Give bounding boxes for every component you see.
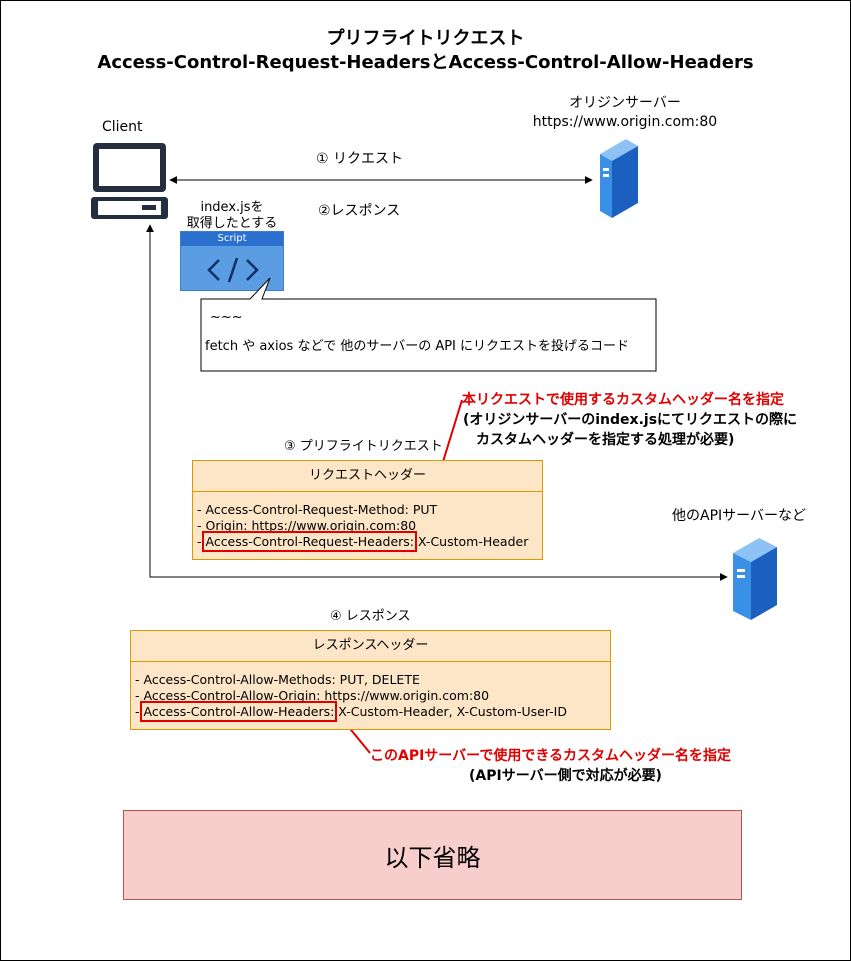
preflight-label: ③ プリフライトリクエスト: [284, 439, 443, 454]
response-red-note: このAPIサーバーで使用できるカスタムヘッダー名を指定: [370, 748, 732, 764]
response-note-black: (APIサーバー側で対応が必要): [469, 768, 662, 784]
request-note-line1: (オリジンサーバーのindex.jsにてリクエストの際に: [463, 412, 798, 428]
response-header-methods: - Access-Control-Allow-Methods: PUT, DEL…: [135, 672, 420, 687]
request-note-line2: カスタムヘッダーを指定する処理が必要): [476, 432, 735, 448]
script-caption-line2: 取得したとする: [186, 216, 278, 231]
request-headers-title: リクエストヘッダー: [193, 461, 542, 492]
request-label: ① リクエスト: [316, 151, 404, 167]
response-headers-key-highlight: Access-Control-Allow-Headers:: [140, 701, 338, 722]
omitted-label: 以下省略: [384, 843, 481, 872]
api-server-label: 他のAPIサーバーなど: [672, 508, 807, 524]
origin-server-name: オリジンサーバー: [569, 95, 681, 111]
callout-line1: ~~~: [210, 310, 243, 325]
response-label: ②レスポンス: [318, 203, 401, 219]
script-code-icon: Script: [180, 231, 284, 291]
script-caption-line1: index.jsを: [200, 200, 264, 215]
response-headers-box: レスポンスヘッダー - Access-Control-Allow-Methods…: [130, 630, 611, 730]
code-brackets-icon: [207, 257, 259, 283]
script-tab: Script: [181, 232, 283, 246]
callout-line2: fetch や axios などで 他のサーバーの API にリクエストを投げる…: [205, 339, 630, 354]
client-label: Client: [102, 119, 143, 135]
client-api-arrow: [146, 224, 728, 581]
request-header-origin: - Origin: https://www.origin.com:80: [197, 518, 417, 533]
diagram-subtitle: Access-Control-Request-HeadersとAccess-Co…: [97, 52, 754, 73]
request-red-note: 本リクエストで使用するカスタムヘッダー名を指定: [462, 392, 784, 408]
request-headers-key-highlight: Access-Control-Request-Headers:: [202, 531, 418, 552]
omitted-box: 以下省略: [123, 810, 742, 900]
diagram-title: プリフライトリクエスト: [326, 28, 525, 49]
request-header-method: - Access-Control-Request-Method: PUT: [197, 502, 438, 517]
request-headers-box: リクエストヘッダー - Access-Control-Request-Metho…: [192, 460, 543, 560]
response-header-headers: - Access-Control-Allow-Headers: X-Custom…: [135, 701, 567, 722]
response-headers-title: レスポンスヘッダー: [131, 631, 610, 662]
origin-server-url: https://www.origin.com:80: [532, 114, 718, 130]
request-header-headers: - Access-Control-Request-Headers: X-Cust…: [197, 531, 529, 552]
preflight-response-label: ④ レスポンス: [330, 609, 411, 624]
response-header-origin: - Access-Control-Allow-Origin: https://w…: [135, 688, 490, 703]
